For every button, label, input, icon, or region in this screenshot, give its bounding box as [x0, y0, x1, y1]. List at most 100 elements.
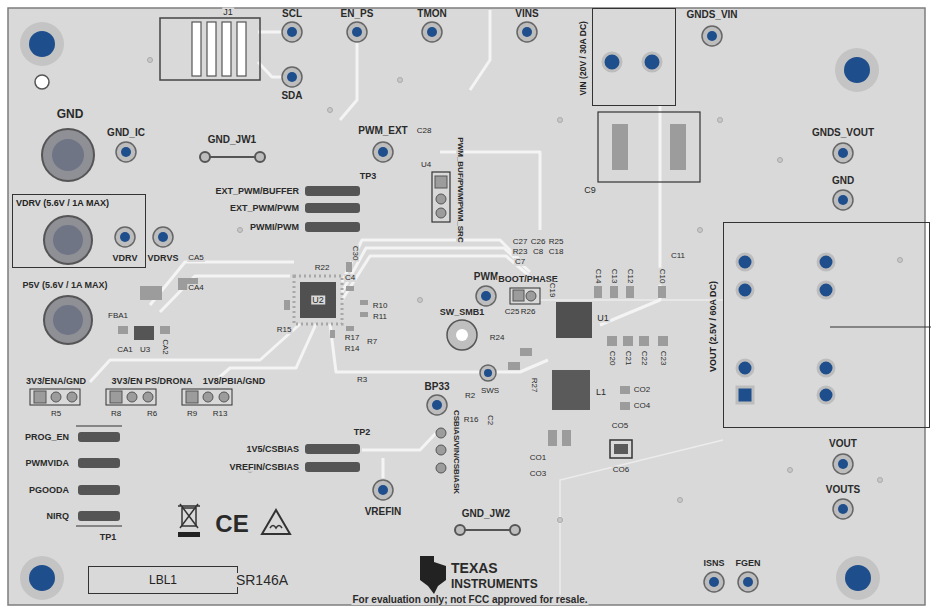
- silkscreen-label: GND: [56, 108, 85, 120]
- silkscreen-label: R17: [344, 334, 361, 342]
- silkscreen-label: R11: [372, 313, 388, 321]
- silkscreen-label: R24: [489, 334, 506, 342]
- silkscreen-label: PWM: [473, 272, 499, 282]
- silkscreen-label: PGOODA: [28, 486, 70, 495]
- input-connector-outline: VIN (20V / 30A DC): [592, 8, 676, 106]
- silkscreen-label: C9: [583, 186, 597, 195]
- silkscreen-label: VDRV: [112, 254, 139, 263]
- silkscreen-label: R23: [512, 248, 529, 256]
- silkscreen-label: CA4: [187, 284, 205, 292]
- silkscreen-label: R13: [212, 410, 229, 418]
- silkscreen-label: C21: [624, 350, 632, 367]
- silkscreen-label: GNDS_VIN: [685, 10, 738, 20]
- silkscreen-label: EN_PS: [340, 9, 375, 19]
- silkscreen-label: CO3: [529, 470, 547, 478]
- silkscreen-label: C8: [532, 248, 544, 256]
- silkscreen-label: VOUTS: [825, 485, 861, 495]
- silkscreen-label: U2: [311, 296, 325, 305]
- connector-rating-text: VOUT (2.5V / 60A DC): [710, 280, 719, 371]
- silkscreen-label: C20: [608, 350, 616, 367]
- silkscreen-label: C13: [610, 268, 618, 285]
- silkscreen-label: TEXAS: [450, 561, 499, 575]
- output-connector-outline: VOUT (2.5V / 60A DC): [723, 222, 930, 428]
- silkscreen-label: TP2: [353, 428, 372, 437]
- silkscreen-label: 3V3/EN PS/DRONA: [110, 377, 193, 386]
- silkscreen-label: R14: [344, 345, 361, 353]
- silkscreen-label: INSTRUMENTS: [450, 578, 539, 590]
- silkscreen-label: U3: [139, 346, 151, 354]
- silkscreen-label: CA1: [116, 346, 134, 354]
- silkscreen-label: R22: [314, 264, 331, 272]
- silkscreen-label: CO1: [529, 454, 547, 462]
- silkscreen-label: VINS: [514, 9, 539, 19]
- silkscreen-label: CSBIAS/VIN/CSBIASK: [452, 409, 460, 495]
- silkscreen-label: GND_JW1: [207, 135, 257, 145]
- silkscreen-label: CO6: [612, 466, 630, 474]
- silkscreen-label: R10: [372, 302, 389, 310]
- silkscreen-label: C14: [594, 268, 602, 285]
- silkscreen-label: C22: [640, 350, 648, 367]
- silkscreen-label: U4: [420, 161, 432, 169]
- silkscreen-label: J1: [222, 8, 234, 17]
- silkscreen-label: SCL: [281, 9, 303, 19]
- silkscreen-label: SDA: [280, 91, 303, 101]
- silkscreen-label: C10: [658, 268, 666, 285]
- silkscreen-label: CO4: [633, 402, 651, 410]
- silkscreen-label: FGEN: [734, 559, 761, 568]
- silkscreen-label: R3: [356, 376, 368, 384]
- connector-rating-text: VDRV (5.6V / 1A MAX): [16, 199, 109, 208]
- silkscreen-label: C2: [486, 414, 494, 426]
- silkscreen-label: C26: [530, 238, 547, 246]
- silkscreen-label: R9: [186, 410, 198, 418]
- silkscreen-label: C27: [512, 238, 529, 246]
- silkscreen-label: For evaluation only; not FCC approved fo…: [351, 595, 588, 605]
- silkscreen-label: FBA1: [107, 312, 129, 320]
- silkscreen-label: TP1: [99, 533, 118, 542]
- silkscreen-label: 1V5/CSBIAS: [245, 445, 300, 454]
- silkscreen-label: U1: [596, 314, 610, 323]
- silkscreen-label: ISNS: [702, 559, 725, 568]
- silkscreen-label: SWS: [480, 387, 500, 395]
- silkscreen-label: L1: [595, 388, 607, 397]
- silkscreen-label: EXT_PWM/BUFFER: [214, 187, 300, 196]
- silkscreen-label: C18: [548, 248, 565, 256]
- silkscreen-label: R7: [366, 338, 378, 346]
- silkscreen-label: C7: [514, 258, 526, 266]
- silkscreen-label: PWM_EXT: [357, 126, 408, 136]
- silkscreen-label: CO5: [611, 422, 629, 430]
- silkscreen-label: BP33: [423, 382, 450, 392]
- silkscreen-label: GND_IC: [106, 128, 146, 138]
- silkscreen-label: GNDS_VOUT: [811, 128, 875, 138]
- silkscreen-label: 1V8/PBIA/GND: [202, 377, 267, 386]
- silkscreen-label: VDRVS: [147, 254, 180, 263]
- label-plate: LBL1: [88, 566, 238, 594]
- silkscreen-label: VOUT: [828, 439, 858, 449]
- silkscreen-label: PWMI/PWM: [249, 223, 300, 232]
- silkscreen-label: C28: [416, 127, 433, 135]
- silkscreen-label: PWMVIDA: [25, 459, 71, 468]
- silkscreen-label: R15: [276, 326, 293, 334]
- silkscreen-label: C23: [659, 350, 667, 367]
- silkscreen-label: R16: [463, 416, 480, 424]
- silkscreen-label: R26: [520, 308, 537, 316]
- silkscreen-label: R8: [110, 410, 122, 418]
- silkscreen-label: PWM_BUF/PWM/PWM_SRC: [456, 136, 464, 243]
- silkscreen-label: CO2: [633, 386, 651, 394]
- silkscreen-label: R6: [146, 410, 158, 418]
- silkscreen-label: C30: [351, 245, 359, 262]
- silkscreen-label: C12: [626, 268, 634, 285]
- silkscreen-label: NIRQ: [46, 512, 71, 521]
- silkscreen-label: CE: [214, 512, 249, 536]
- silkscreen-label: SW_SMB1: [439, 308, 486, 317]
- silkscreen-label: C19: [548, 282, 556, 299]
- silkscreen-label: P5V (5.6V / 1A MAX): [21, 281, 108, 290]
- connector-rating-text: LBL1: [149, 574, 177, 586]
- silkscreen-label: EXT_PWM/PWM: [229, 204, 300, 213]
- silkscreen-label: R27: [530, 377, 538, 394]
- silkscreen-label: R5: [50, 410, 62, 418]
- silkscreen-label: CA5: [187, 254, 205, 262]
- silkscreen-label: TP3: [359, 172, 378, 181]
